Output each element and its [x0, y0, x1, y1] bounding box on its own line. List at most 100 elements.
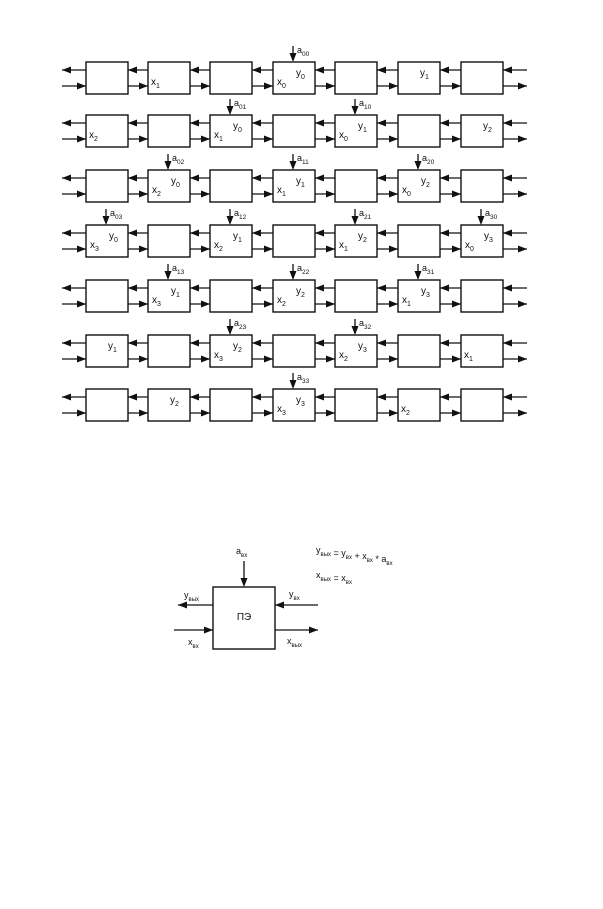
left-arrow-icon	[62, 119, 71, 127]
right-arrow-icon	[201, 409, 210, 417]
cell-x-label: x2	[277, 295, 286, 308]
processing-cell	[334, 61, 378, 95]
cell-a-label: a21	[359, 208, 372, 221]
cell-a-label: a01	[234, 98, 247, 111]
down-arrow-icon	[351, 216, 359, 225]
cell-x-label: x1	[464, 350, 473, 363]
right-arrow-icon	[326, 190, 335, 198]
left-arrow-icon	[62, 174, 71, 182]
left-arrow-icon	[503, 119, 512, 127]
down-arrow-icon	[477, 216, 485, 225]
left-arrow-icon	[377, 119, 386, 127]
left-arrow-icon	[503, 66, 512, 74]
left-arrow-icon	[315, 66, 324, 74]
processing-cell	[460, 224, 504, 258]
left-arrow-icon	[503, 339, 512, 347]
left-arrow-icon	[252, 66, 261, 74]
processing-cell	[147, 334, 191, 368]
left-arrow-icon	[503, 284, 512, 292]
left-arrow-icon	[315, 393, 324, 401]
left-arrow-icon	[252, 284, 261, 292]
right-arrow-icon	[452, 245, 461, 253]
down-arrow-icon	[164, 161, 172, 170]
processing-cell	[85, 224, 129, 258]
left-arrow-icon	[62, 339, 71, 347]
pe-box	[212, 586, 276, 650]
processing-cell	[334, 169, 378, 203]
left-arrow-icon	[128, 284, 137, 292]
cell-y-label: y3	[484, 231, 493, 244]
cell-y-label: y1	[358, 121, 367, 134]
cell-x-label: x2	[339, 350, 348, 363]
right-arrow-icon	[389, 135, 398, 143]
processing-cell	[209, 334, 253, 368]
left-arrow-icon	[377, 284, 386, 292]
processing-cell	[85, 279, 129, 313]
left-arrow-icon	[128, 119, 137, 127]
right-arrow-icon	[201, 300, 210, 308]
right-arrow-icon	[264, 409, 273, 417]
cell-y-label: y2	[421, 176, 430, 189]
right-arrow-icon	[389, 355, 398, 363]
right-arrow-icon	[518, 135, 527, 143]
left-arrow-icon	[252, 393, 261, 401]
right-arrow-icon	[139, 82, 148, 90]
left-arrow-icon	[440, 119, 449, 127]
cell-y-label: y2	[170, 395, 179, 408]
pe-label: ПЭ	[237, 612, 251, 623]
left-arrow-icon	[190, 284, 199, 292]
left-arrow-icon	[275, 601, 284, 609]
cell-a-label: a33	[297, 372, 310, 385]
left-arrow-icon	[62, 393, 71, 401]
left-arrow-icon	[252, 174, 261, 182]
left-arrow-icon	[190, 174, 199, 182]
cell-x-label: x3	[152, 295, 161, 308]
left-arrow-icon	[190, 393, 199, 401]
left-arrow-icon	[128, 229, 137, 237]
processing-cell	[209, 224, 253, 258]
down-arrow-icon	[351, 106, 359, 115]
processing-cell	[147, 114, 191, 148]
right-arrow-icon	[518, 190, 527, 198]
right-arrow-icon	[309, 626, 318, 634]
processing-cell	[334, 224, 378, 258]
cell-y-label: y1	[233, 231, 242, 244]
left-arrow-icon	[252, 229, 261, 237]
left-arrow-icon	[377, 393, 386, 401]
cell-a-label: a11	[297, 153, 309, 166]
processing-cell	[85, 334, 129, 368]
left-arrow-icon	[503, 393, 512, 401]
left-arrow-icon	[315, 229, 324, 237]
left-arrow-icon	[377, 229, 386, 237]
cell-a-label: a32	[359, 318, 372, 331]
cell-y-label: y1	[296, 176, 305, 189]
right-arrow-icon	[201, 190, 210, 198]
cell-y-label: y1	[108, 341, 117, 354]
right-arrow-icon	[77, 355, 86, 363]
left-arrow-icon	[190, 66, 199, 74]
right-arrow-icon	[389, 300, 398, 308]
left-arrow-icon	[377, 339, 386, 347]
down-arrow-icon	[289, 271, 297, 280]
processing-cell	[397, 388, 441, 422]
left-arrow-icon	[440, 339, 449, 347]
cell-y-label: y1	[420, 68, 429, 81]
left-arrow-icon	[62, 229, 71, 237]
right-arrow-icon	[326, 245, 335, 253]
processing-cell	[147, 279, 191, 313]
cell-x-label: x2	[152, 185, 161, 198]
left-arrow-icon	[503, 174, 512, 182]
right-arrow-icon	[518, 245, 527, 253]
right-arrow-icon	[77, 245, 86, 253]
cell-a-label: a13	[172, 263, 185, 276]
processing-cell	[209, 279, 253, 313]
processing-cell	[460, 61, 504, 95]
processing-cell	[272, 114, 316, 148]
processing-cell	[460, 388, 504, 422]
processing-cell	[397, 114, 441, 148]
y-out-label: yвых	[184, 590, 199, 603]
